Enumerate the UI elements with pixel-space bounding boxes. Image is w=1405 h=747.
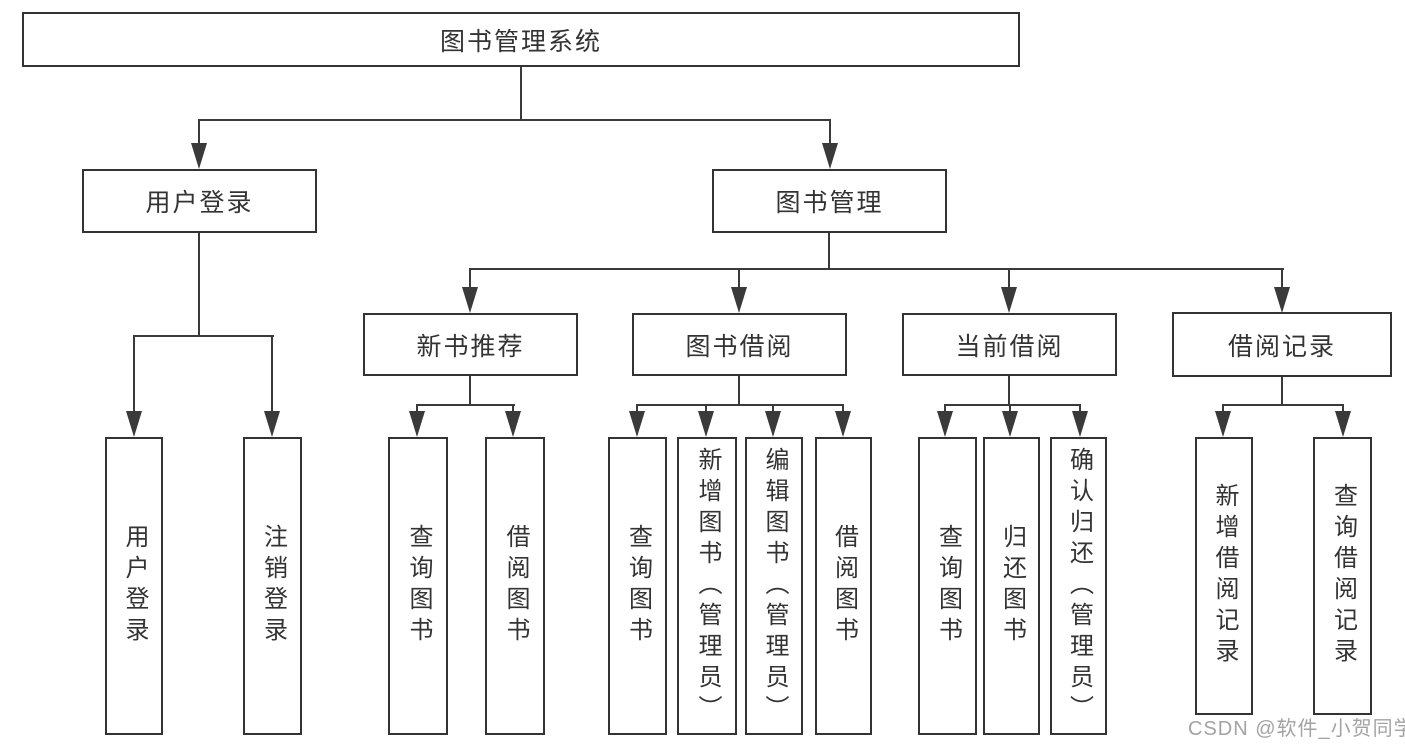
connector-stem-new-book: [469, 270, 471, 288]
leaf-edit-book-admin-label: 编辑图书（管理员）: [761, 446, 788, 726]
connector-current-borrowing-horizontal: [944, 404, 1081, 406]
node-root-label: 图书管理系统: [439, 27, 602, 56]
arrow-down-icon: [126, 411, 142, 437]
connector-borrowing-records-horizontal: [1222, 404, 1344, 406]
connector-stem: [416, 406, 418, 413]
arrow-down-icon: [698, 411, 714, 437]
leaf-add-book-admin-label: 新增图书（管理员）: [694, 446, 721, 726]
node-current-borrowing: 当前借阅: [902, 313, 1117, 376]
connector-current-borrowing-vertical: [1008, 376, 1010, 406]
connector-stem: [842, 406, 844, 413]
arrow-down-icon: [835, 411, 851, 437]
connector-stem: [512, 406, 514, 413]
arrow-down-icon: [264, 411, 280, 437]
connector-stem-current-borrowing: [1008, 270, 1010, 288]
leaf-query-books-borrowing: 查询图书: [608, 437, 667, 735]
connector-book-management-vertical: [828, 233, 830, 270]
arrow-down-icon: [822, 143, 838, 169]
leaf-user-login: 用户登录: [105, 437, 163, 735]
leaf-user-login-label: 用户登录: [121, 524, 148, 648]
node-book-borrowing-label: 图书借阅: [685, 332, 794, 361]
node-book-management: 图书管理: [712, 169, 947, 233]
connector-new-book-vertical: [469, 376, 471, 406]
leaf-add-borrow-record: 新增借阅记录: [1195, 437, 1253, 715]
leaf-query-borrow-record-label: 查询借阅记录: [1329, 483, 1357, 669]
leaf-confirm-return-admin: 确认归还（管理员）: [1050, 437, 1107, 735]
leaf-logout: 注销登录: [243, 437, 302, 735]
leaf-query-borrow-record: 查询借阅记录: [1313, 437, 1372, 715]
leaf-borrow-books-recommend: 借阅图书: [485, 437, 545, 735]
leaf-return-books-label: 归还图书: [998, 524, 1026, 648]
connector-book-borrowing-horizontal: [636, 404, 844, 406]
connector-stem-login-leaf: [133, 337, 135, 412]
connector-stem-logout-leaf: [271, 337, 273, 412]
leaf-query-books-current: 查询图书: [918, 437, 977, 735]
arrow-down-icon: [629, 411, 645, 437]
leaf-borrow-books-label: 借阅图书: [830, 524, 858, 648]
arrow-down-icon: [1274, 287, 1290, 313]
connector-book-borrowing-vertical: [738, 376, 740, 406]
node-book-management-label: 图书管理: [775, 189, 884, 217]
arrow-down-icon: [1072, 411, 1088, 437]
arrow-down-icon: [1215, 411, 1231, 437]
arrow-down-icon: [462, 287, 478, 313]
leaf-return-books: 归还图书: [983, 437, 1040, 735]
connector-user-login-vertical: [198, 233, 200, 337]
node-current-borrowing-label: 当前借阅: [955, 332, 1064, 361]
node-user-login-label: 用户登录: [145, 189, 254, 217]
arrow-down-icon: [1335, 411, 1351, 437]
connector-borrowing-records-vertical: [1281, 376, 1283, 406]
connector-stem: [944, 406, 946, 413]
connector-stem-book-borrowing: [738, 270, 740, 288]
arrow-down-icon: [1002, 411, 1018, 437]
leaf-borrow-books-recommend-label: 借阅图书: [502, 524, 529, 648]
leaf-add-borrow-record-label: 新增借阅记录: [1211, 483, 1238, 669]
node-borrowing-records: 借阅记录: [1172, 312, 1392, 377]
arrow-down-icon: [1001, 287, 1017, 313]
leaf-query-books-recommend: 查询图书: [388, 437, 448, 735]
node-borrowing-records-label: 借阅记录: [1227, 332, 1336, 361]
node-new-book-recommendation-label: 新书推荐: [416, 332, 525, 361]
leaf-add-book-admin: 新增图书（管理员）: [677, 437, 737, 735]
csdn-watermark: CSDN @软件_小贺同学: [1188, 718, 1405, 740]
leaf-query-books-borrowing-label: 查询图书: [624, 524, 652, 648]
arrow-down-icon: [937, 411, 953, 437]
node-new-book-recommendation: 新书推荐: [363, 313, 578, 376]
connector-stem-book-management: [829, 121, 831, 145]
arrow-down-icon: [409, 411, 425, 437]
connector-user-login-horizontal: [133, 335, 274, 337]
arrow-down-icon: [505, 411, 521, 437]
node-book-borrowing: 图书借阅: [632, 313, 847, 376]
leaf-query-books-recommend-label: 查询图书: [405, 524, 432, 648]
connector-stem: [705, 406, 707, 413]
connector-root-horizontal: [198, 119, 831, 121]
connector-stem: [1342, 406, 1344, 413]
connector-stem-user-login: [198, 121, 200, 145]
connector-stem: [1222, 406, 1224, 413]
leaf-confirm-return-admin-label: 确认归还（管理员）: [1065, 446, 1093, 726]
connector-new-book-horizontal: [416, 404, 515, 406]
leaf-logout-label: 注销登录: [259, 524, 287, 648]
arrow-down-icon: [731, 287, 747, 313]
leaf-borrow-books: 借阅图书: [815, 437, 872, 735]
connector-stem-borrowing-records: [1281, 270, 1283, 288]
connector-stem: [772, 406, 774, 413]
arrow-down-icon: [191, 143, 207, 169]
arrow-down-icon: [765, 411, 781, 437]
connector-stem: [1009, 406, 1011, 413]
leaf-edit-book-admin: 编辑图书（管理员）: [745, 437, 803, 735]
connector-root-vertical: [520, 67, 522, 121]
connector-stem: [1079, 406, 1081, 413]
leaf-query-books-current-label: 查询图书: [934, 524, 962, 648]
node-root: 图书管理系统: [22, 12, 1020, 67]
node-user-login: 用户登录: [82, 169, 317, 233]
connector-book-management-horizontal: [469, 268, 1284, 270]
connector-stem: [636, 406, 638, 413]
